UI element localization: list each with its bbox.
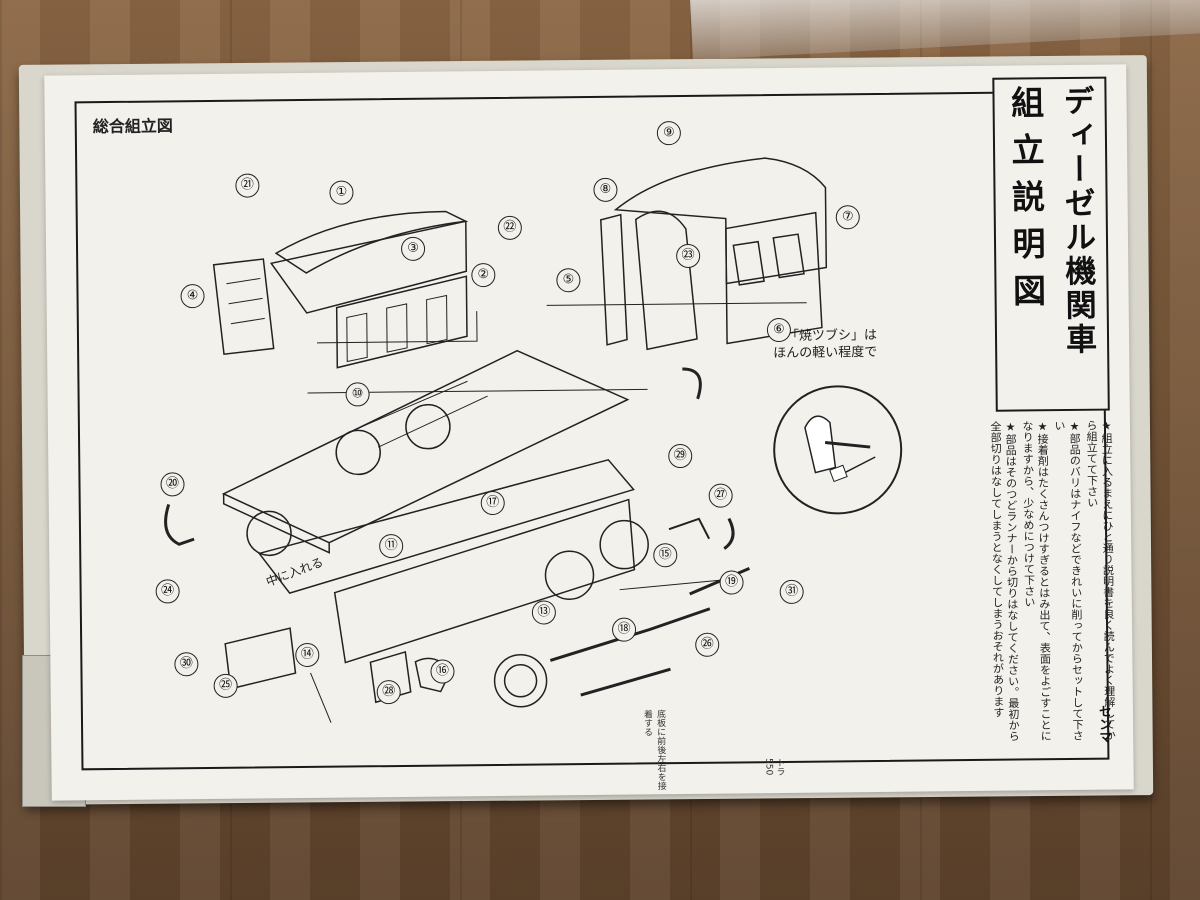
part-number-26: ㉖	[695, 632, 720, 657]
part-number-29: ㉙	[668, 443, 693, 469]
exploded-assembly-drawing	[164, 157, 828, 723]
part-number-19: ⑲	[719, 570, 744, 595]
part-number-16: ⑯	[430, 659, 455, 684]
instruction-sheet: 総合組立図 ディーゼル機関車 組立説明図 ★組立に入るまえにひと通り説明書を良く…	[44, 64, 1134, 801]
part-number-30: ㉚	[174, 652, 199, 677]
part-number-11: ⑪	[379, 533, 404, 559]
part-number-21: ㉑	[235, 173, 260, 198]
part-number-18: ⑱	[611, 617, 637, 642]
part-number-6: ⑥	[766, 317, 792, 343]
part-number-31: ㉛	[779, 579, 804, 605]
part-number-17: ⑰	[480, 490, 505, 516]
part-number-2: ②	[471, 262, 496, 288]
part-number-25: ㉕	[213, 673, 238, 698]
part-number-3: ③	[400, 236, 426, 261]
part-number-5: ⑤	[556, 268, 581, 293]
detail-zoom-circle	[772, 384, 903, 516]
part-number-24: ㉔	[155, 579, 180, 604]
part-number-10: ⑩	[345, 382, 370, 407]
part-number-20: ⑳	[160, 472, 185, 497]
part-number-23: ㉓	[676, 243, 701, 269]
part-number-4: ④	[180, 284, 205, 309]
part-number-14: ⑭	[295, 642, 320, 668]
part-number-13: ⑬	[531, 600, 557, 625]
part-number-15: ⑮	[653, 543, 678, 568]
part-number-22: ㉒	[497, 215, 522, 240]
detail-drawing	[804, 415, 876, 483]
part-number-27: ㉗	[708, 483, 733, 508]
part-number-1: ①	[329, 180, 354, 205]
part-number-7: ⑦	[835, 205, 860, 230]
part-number-28: ㉘	[376, 679, 401, 705]
part-number-8: ⑧	[593, 177, 618, 202]
part-number-9: ⑨	[656, 121, 681, 146]
